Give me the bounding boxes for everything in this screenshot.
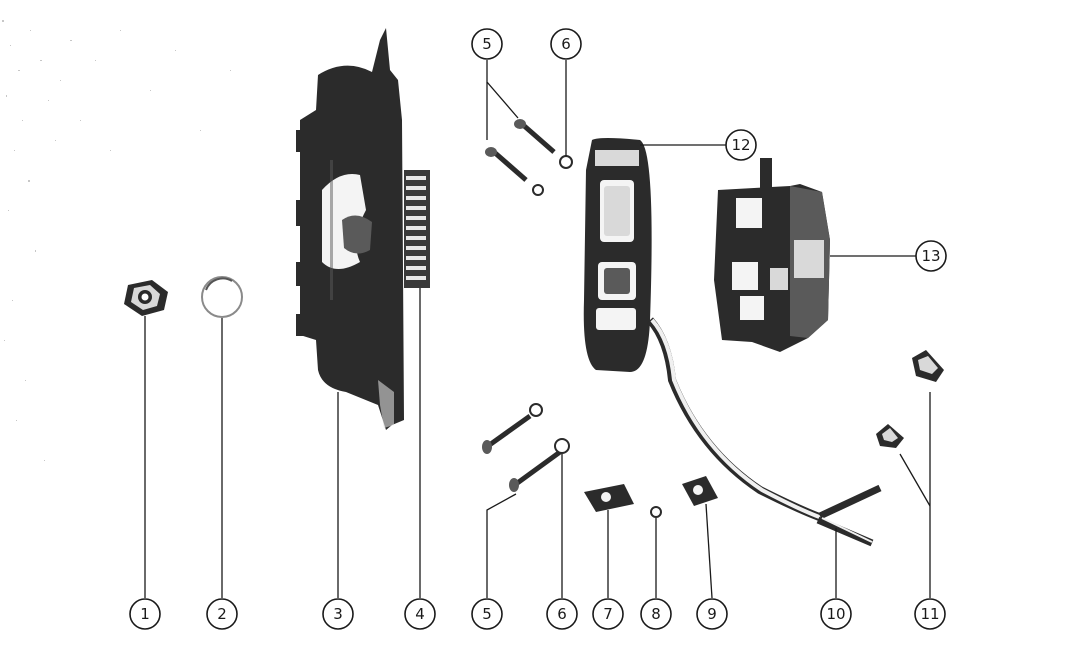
callout-2: 2 [206,598,238,630]
svg-text:4: 4 [415,605,425,623]
callout-5-bottom: 5 [471,598,503,630]
part-clamp [584,484,634,598]
callout-13: 13 [915,240,947,272]
part-stator [583,138,726,372]
part-lockwashers-bottom [529,403,570,598]
svg-text:11: 11 [920,605,939,623]
callout-3: 3 [322,598,354,630]
svg-text:8: 8 [651,605,661,623]
svg-text:12: 12 [731,136,750,154]
part-screws-bottom [482,413,562,598]
svg-text:1: 1 [140,605,150,623]
part-washer [201,276,243,598]
callout-6-top: 6 [550,28,582,60]
callout-12: 12 [725,129,757,161]
svg-text:3: 3 [333,605,343,623]
svg-text:13: 13 [921,247,940,265]
callout-1: 1 [129,598,161,630]
part-flywheel [296,28,404,598]
part-nut [124,280,168,598]
svg-text:6: 6 [557,605,567,623]
part-clamp-2 [682,476,718,599]
part-small-washer [650,506,662,598]
svg-text:5: 5 [482,605,492,623]
callout-9: 9 [696,598,728,630]
callout-11: 11 [914,598,946,630]
part-clips [876,350,944,598]
callout-10: 10 [820,598,852,630]
part-lead-wires [646,317,882,598]
svg-text:6: 6 [561,35,571,53]
callout-7: 7 [592,598,624,630]
svg-text:2: 2 [217,605,227,623]
callout-6-bottom: 6 [546,598,578,630]
part-lockwashers-top [532,60,573,196]
callout-5-top: 5 [471,28,503,60]
part-ring-gear [404,170,430,598]
callout-8: 8 [640,598,672,630]
part-screws-top [485,60,556,182]
callout-4: 4 [404,598,436,630]
svg-text:7: 7 [603,605,613,623]
svg-text:5: 5 [482,35,492,53]
svg-text:9: 9 [707,605,717,623]
part-rotor [714,158,916,352]
svg-text:10: 10 [826,605,845,623]
scan-texture [2,20,231,461]
